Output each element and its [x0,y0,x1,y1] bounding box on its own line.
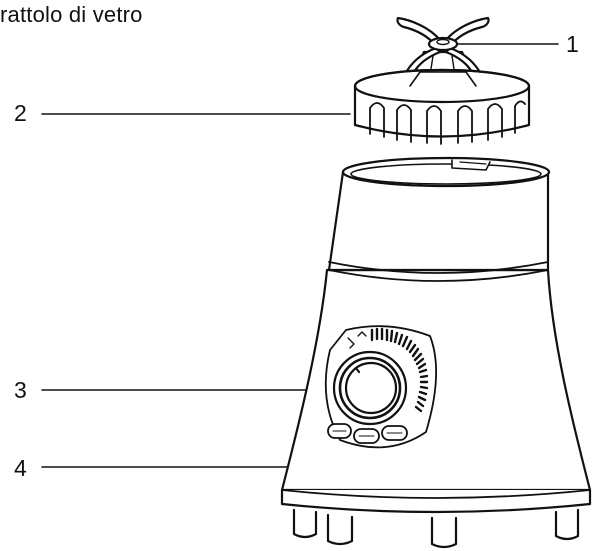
ring-nut-icon [353,68,531,145]
callout-number-1: 1 [566,31,579,57]
section-heading: rattolo di vetro [0,2,143,27]
foot-right [554,508,580,541]
callout-number-3: 3 [14,377,27,403]
speed-scale-icon [370,327,429,413]
foot-left [292,508,318,539]
callout-number-4: 4 [14,455,27,481]
callout-number-2: 2 [14,100,27,126]
motor-base-icon [280,156,592,549]
foot-mid-right [430,516,458,549]
speed-knob [344,361,398,415]
control-panel [324,325,437,449]
foot-mid-left [326,513,354,546]
